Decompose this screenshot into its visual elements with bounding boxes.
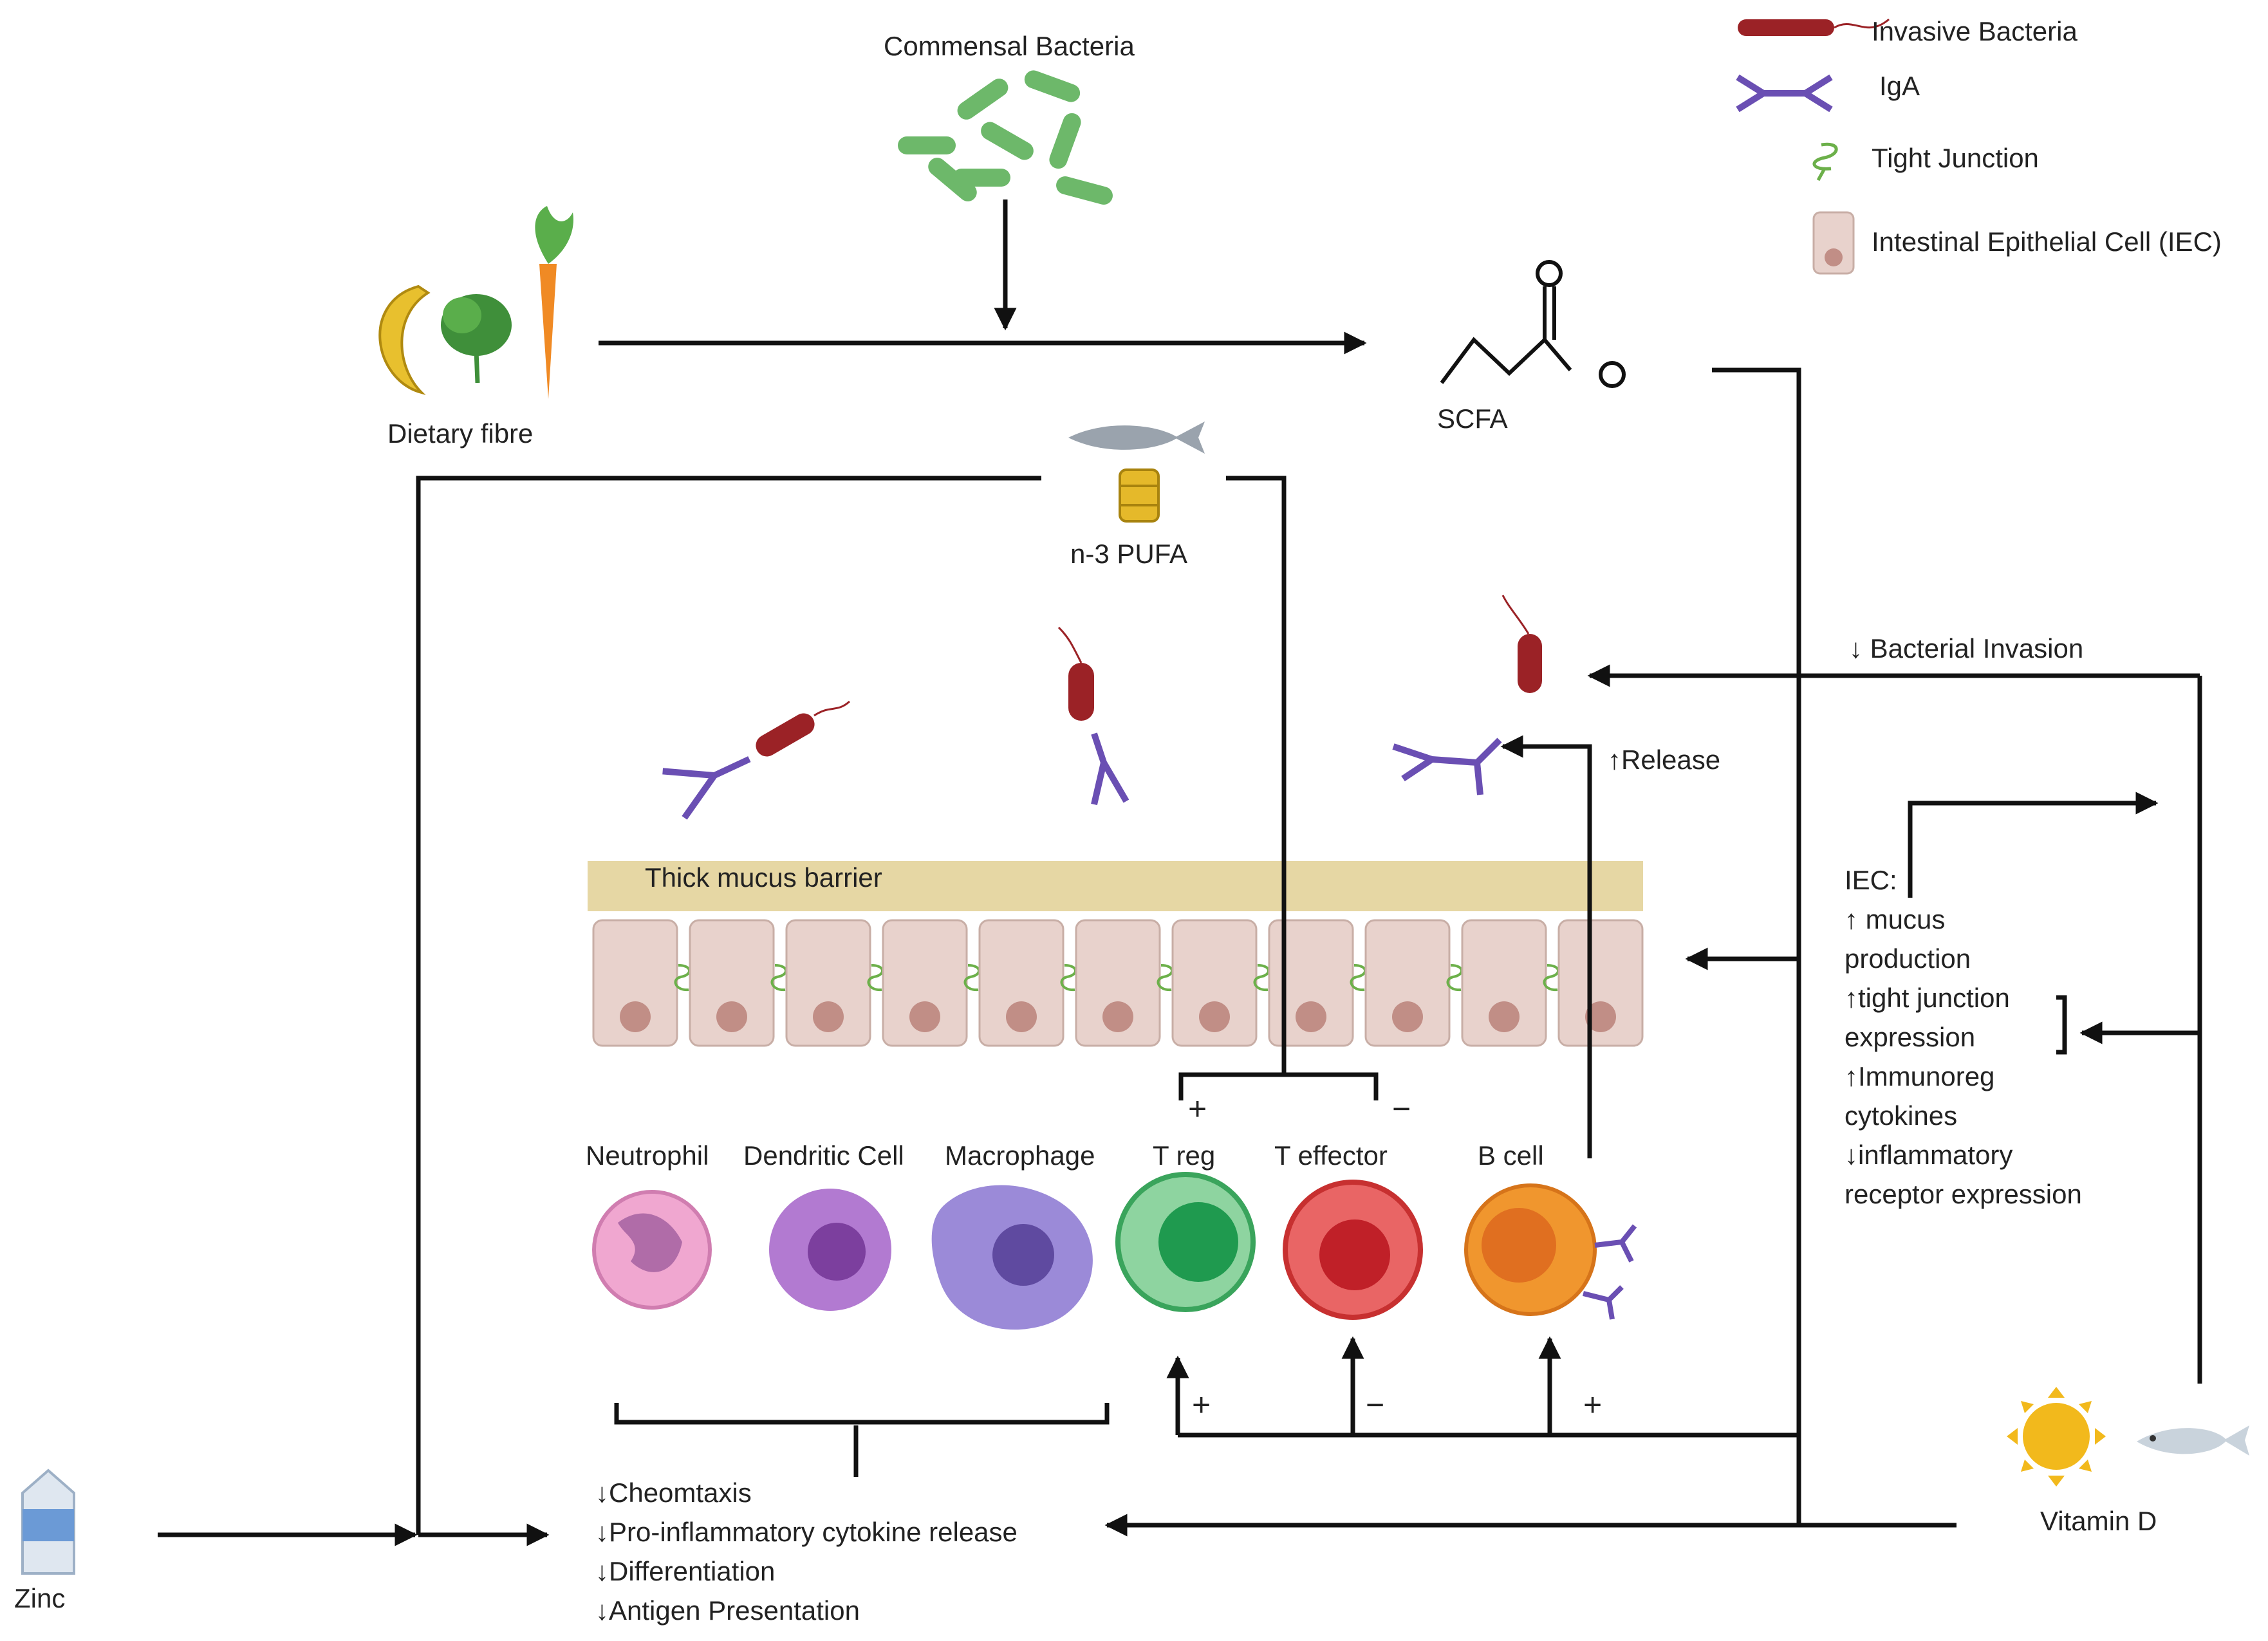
iec-effect-line: production xyxy=(1845,943,1971,974)
teffector-up-minus-sign: − xyxy=(1366,1387,1384,1423)
iec-effect-line: cytokines xyxy=(1845,1100,1957,1131)
zinc-label: Zinc xyxy=(14,1583,65,1613)
epithelial-cell xyxy=(882,919,968,1047)
treg-up-plus-sign: + xyxy=(1192,1387,1211,1423)
free-iga xyxy=(1392,737,1502,795)
tight-junction xyxy=(1446,964,1463,992)
epithelial-cell-nucleus xyxy=(1199,1001,1230,1032)
vitamin-d-label: Vitamin D xyxy=(2040,1506,2157,1536)
innate-effects-list: ↓Cheomtaxis ↓Pro-inflammatory cytokine re… xyxy=(595,1478,1018,1626)
innate-effect-line: ↓Cheomtaxis xyxy=(595,1478,752,1508)
iec-effect-line: receptor expression xyxy=(1845,1179,2082,1209)
epithelial-cell xyxy=(1268,919,1354,1047)
legend-tight-junction-label: Tight Junction xyxy=(1872,143,2039,173)
epithelial-cell-nucleus xyxy=(1102,1001,1133,1032)
epithelial-cell-nucleus xyxy=(1585,1001,1616,1032)
epithelial-cell xyxy=(978,919,1064,1047)
legend-iga-icon xyxy=(1736,74,1833,113)
legend-iec-icon xyxy=(1812,211,1855,275)
iec-effect-line: ↑Immunoreg xyxy=(1845,1061,1994,1091)
epithelial-cell-nucleus xyxy=(1489,1001,1520,1032)
innate-effect-line: ↓Differentiation xyxy=(595,1556,775,1586)
mucus-barrier-label: Thick mucus barrier xyxy=(645,862,882,893)
tight-junction xyxy=(770,964,787,992)
epithelial-cell xyxy=(1461,919,1547,1047)
legend-tight-junction-icon xyxy=(1812,142,1838,181)
epithelial-cell xyxy=(1557,919,1644,1047)
iga-bound-bacterium-2 xyxy=(1057,626,1129,806)
epithelial-cell xyxy=(1075,919,1161,1047)
epithelial-cell-nucleus xyxy=(1006,1001,1037,1032)
neutrophil-label: Neutrophil xyxy=(586,1140,709,1171)
vitamin-d-fish-icon xyxy=(2137,1425,2249,1456)
commensal-bacteria-icon xyxy=(898,70,1113,205)
tight-junction xyxy=(674,964,691,992)
iec-effects-list: IEC: ↑ mucus production ↑tight junction expr… xyxy=(1845,865,2082,1209)
iec-effect-line: ↓inflammatory xyxy=(1845,1140,2012,1170)
dietary-fibre-label: Dietary fibre xyxy=(387,418,533,449)
connector-lines xyxy=(158,199,2202,1546)
mucus-barrier xyxy=(588,861,1643,911)
commensal-bacteria-label: Commensal Bacteria xyxy=(884,31,1135,61)
macrophage-cell xyxy=(931,1185,1093,1330)
tight-junction xyxy=(1350,964,1366,992)
epithelial-cell xyxy=(689,919,775,1047)
epithelium-row xyxy=(592,919,1644,1047)
epithelial-cell-nucleus xyxy=(1296,1001,1326,1032)
scfa-structure-icon xyxy=(1440,260,1626,388)
bcell-up-plus-sign: + xyxy=(1583,1387,1602,1423)
b-cell-label: B cell xyxy=(1478,1140,1544,1171)
epithelial-cell-nucleus xyxy=(620,1001,651,1032)
iec-effect-line: IEC: xyxy=(1845,865,1897,895)
neutrophil-cell xyxy=(592,1190,712,1310)
invasive-bacterium xyxy=(1501,595,1542,693)
epithelial-cell-nucleus xyxy=(909,1001,940,1032)
dendritic-cell xyxy=(769,1189,891,1311)
release-label: ↑Release xyxy=(1608,745,1720,775)
tight-junction xyxy=(963,964,980,992)
tight-junction xyxy=(1253,964,1270,992)
teffector-minus-sign: − xyxy=(1392,1091,1411,1127)
iec-effect-line: ↑ mucus xyxy=(1845,904,1945,934)
sun-icon xyxy=(2007,1387,2106,1487)
iec-effect-line: ↑tight junction xyxy=(1845,983,2010,1013)
legend-iga-label: IgA xyxy=(1879,71,1920,101)
epithelial-cell xyxy=(1171,919,1258,1047)
macrophage-label: Macrophage xyxy=(945,1140,1095,1171)
treg-plus-sign: + xyxy=(1188,1091,1207,1127)
epithelial-cell xyxy=(1364,919,1451,1047)
tight-junction xyxy=(1157,964,1173,992)
innate-effect-line: ↓Pro-inflammatory cytokine release xyxy=(595,1517,1018,1547)
n3-pufa-label: n-3 PUFA xyxy=(1070,539,1187,569)
scfa-label: SCFA xyxy=(1437,403,1508,434)
epithelial-cell xyxy=(592,919,678,1047)
legend-invasive-bacteria-label: Invasive Bacteria xyxy=(1872,16,2077,46)
t-reg-cell xyxy=(1115,1172,1256,1312)
legend-invasive-bacteria-icon xyxy=(1738,18,1890,36)
fish-oil-icon xyxy=(1068,422,1205,523)
legend-iec-label: Intestinal Epithelial Cell (IEC) xyxy=(1872,227,2222,257)
tight-junction xyxy=(1543,964,1559,992)
epithelial-cell xyxy=(785,919,871,1047)
t-reg-label: T reg xyxy=(1153,1140,1215,1171)
iec-effect-line: expression xyxy=(1845,1022,1975,1052)
bacterial-invasion-label: ↓ Bacterial Invasion xyxy=(1849,633,2083,663)
epithelial-cell-nucleus xyxy=(716,1001,747,1032)
iga-bound-bacterium-1 xyxy=(662,700,851,820)
milk-carton-icon xyxy=(21,1469,75,1575)
dendritic-cell-label: Dendritic Cell xyxy=(743,1140,904,1171)
innate-effect-line: ↓Antigen Presentation xyxy=(595,1595,860,1626)
epithelial-cell-nucleus xyxy=(813,1001,844,1032)
tight-junction xyxy=(867,964,884,992)
tight-junction xyxy=(1060,964,1077,992)
epithelial-cell-nucleus xyxy=(1392,1001,1423,1032)
dietary-fibre-icon xyxy=(378,206,573,399)
t-effector-cell xyxy=(1283,1180,1423,1320)
b-cell xyxy=(1464,1183,1637,1320)
t-effector-label: T effector xyxy=(1274,1140,1388,1171)
